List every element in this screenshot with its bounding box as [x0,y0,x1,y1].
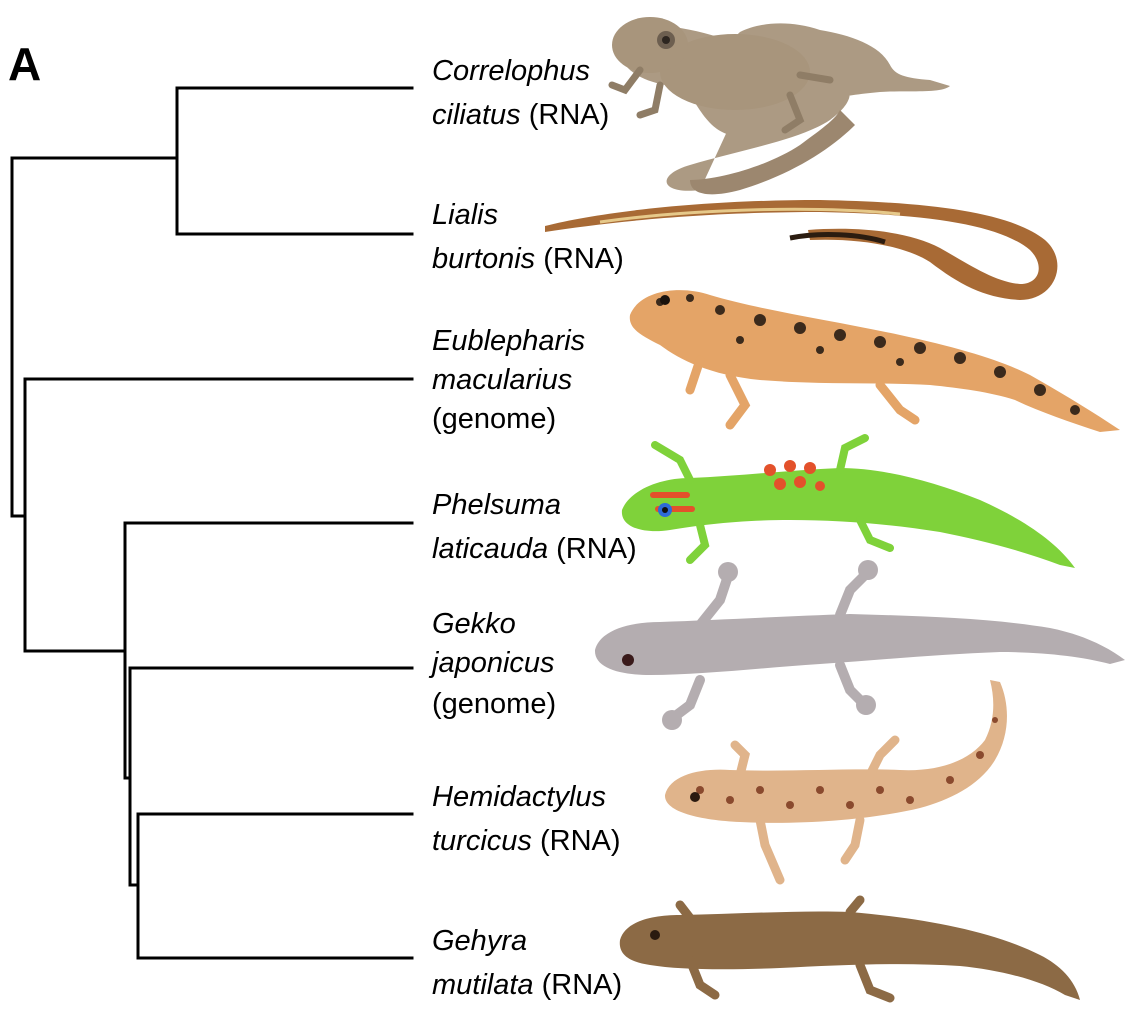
taxon-source: (RNA) [532,825,621,857]
phylogenetic-tree [12,88,412,958]
taxon-species: japonicus [428,647,555,679]
taxon-species: laticauda [432,533,548,565]
eublepharis-image [630,290,1120,432]
taxon-source: (RNA) [535,243,624,275]
taxon-genus: Correlophus [432,55,590,87]
taxon-species: ciliatus [432,99,521,131]
taxon-label-correlophus: Correlophus ciliatus (RNA) [432,55,609,131]
taxon-label-phelsuma: Phelsuma laticauda (RNA) [432,489,637,565]
taxon-source: (RNA) [521,99,610,131]
taxon-species: macularius [432,364,572,396]
taxon-genus: Hemidactylus [432,781,606,813]
hemidactylus-image [665,680,1007,880]
correlophus-image [612,17,950,194]
taxon-species: mutilata [432,969,534,1001]
taxon-genus: Eublepharis [432,325,585,357]
panel-label: A [8,38,41,90]
taxon-genus: Lialis [432,199,498,231]
gehyra-image [620,900,1080,1000]
taxon-label-hemidactylus: Hemidactylus turcicus (RNA) [432,781,621,857]
taxon-label-gekko: Gekko japonicus (genome) [428,608,563,720]
taxon-label-lialis: Lialis burtonis (RNA) [432,199,624,275]
taxon-label-eublepharis: Eublepharis macularius (genome) [432,325,593,435]
lizard-illustrations [545,17,1125,1000]
taxon-source: (genome) [432,688,556,720]
taxon-species: turcicus [432,825,532,857]
taxon-genus: Gekko [432,608,516,640]
taxon-source: (RNA) [534,969,623,1001]
taxon-label-gehyra: Gehyra mutilata (RNA) [432,925,622,1001]
taxon-source: (RNA) [548,533,637,565]
taxon-source: (genome) [432,403,556,435]
taxon-labels: Correlophus ciliatus (RNA) Lialis burton… [428,55,637,1001]
taxon-genus: Phelsuma [432,489,561,521]
taxon-genus: Gehyra [432,925,527,957]
gekko-image [595,560,1125,730]
phelsuma-image [622,438,1075,568]
taxon-species: burtonis [432,243,535,275]
